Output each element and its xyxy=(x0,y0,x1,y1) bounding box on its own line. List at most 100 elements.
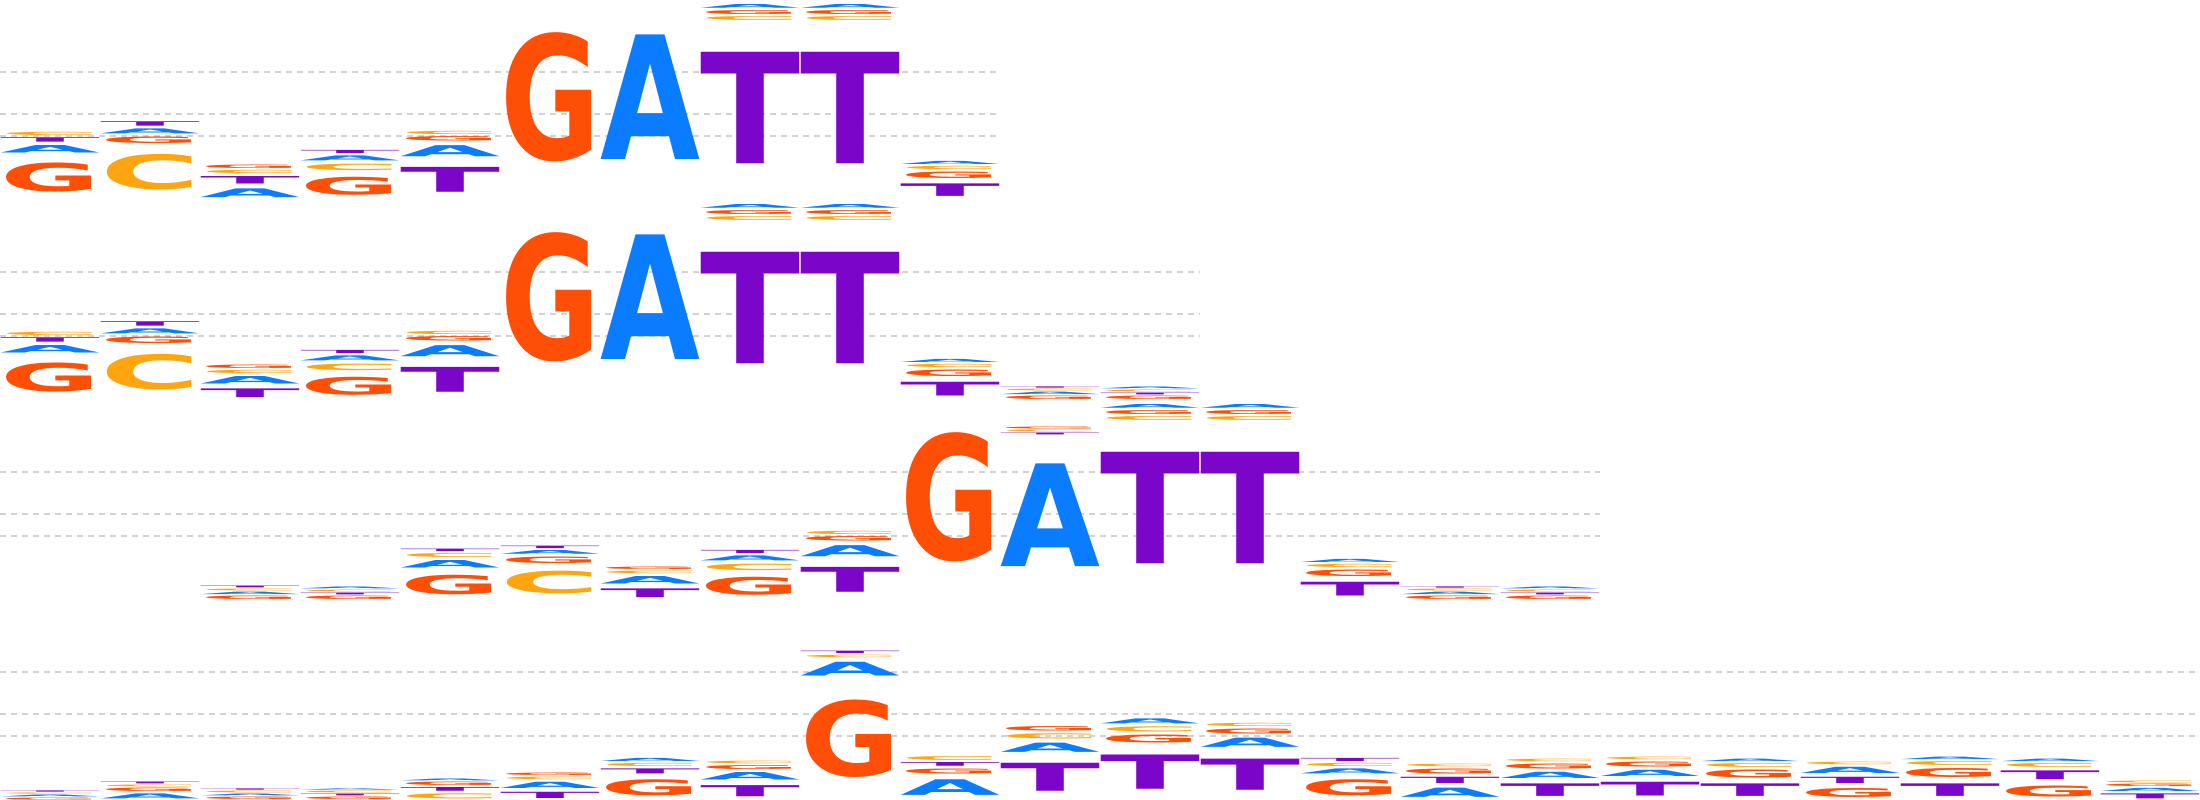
nucleotide-c: C xyxy=(800,15,900,21)
nucleotide-g: G xyxy=(900,170,1000,180)
nucleotide-c: C xyxy=(2000,762,2100,768)
nucleotide-g: G xyxy=(100,335,200,345)
nucleotide-a: A xyxy=(2000,758,2100,762)
nucleotide-g: G xyxy=(1300,568,1400,578)
nucleotide-g: G xyxy=(1100,395,1200,400)
nucleotide-g: G xyxy=(700,572,800,600)
nucleotide-a: A xyxy=(500,549,600,555)
nucleotide-a: A xyxy=(600,757,700,762)
nucleotide-a: A xyxy=(200,374,300,386)
nucleotide-g: G xyxy=(0,355,100,400)
nucleotide-a: A xyxy=(1000,435,1100,600)
nucleotide-a: A xyxy=(1300,558,1400,563)
nucleotide-c: C xyxy=(1700,762,1800,768)
nucleotide-g: G xyxy=(2000,782,2100,800)
nucleotide-t: T xyxy=(2000,768,2100,782)
nucleotide-t: T xyxy=(800,222,900,400)
nucleotide-a: A xyxy=(600,0,700,200)
nucleotide-g: G xyxy=(0,155,100,200)
nucleotide-a: A xyxy=(400,778,500,781)
nucleotide-g: G xyxy=(800,680,900,800)
nucleotide-a: A xyxy=(100,792,200,800)
nucleotide-t: T xyxy=(1900,780,2000,800)
nucleotide-a: A xyxy=(200,591,300,595)
nucleotide-g: G xyxy=(1900,766,2000,780)
nucleotide-a: A xyxy=(2100,787,2200,792)
nucleotide-t: T xyxy=(1300,578,1400,600)
nucleotide-g: G xyxy=(500,555,600,565)
nucleotide-t: T xyxy=(300,592,400,595)
nucleotide-g: G xyxy=(300,172,400,200)
nucleotide-a: A xyxy=(700,554,800,562)
nucleotide-c: C xyxy=(1300,762,1400,767)
nucleotide-t: T xyxy=(700,22,800,200)
nucleotide-t: T xyxy=(1700,780,1800,800)
nucleotide-g: G xyxy=(400,135,500,142)
nucleotide-a: A xyxy=(100,127,200,135)
nucleotide-g: G xyxy=(200,364,300,369)
nucleotide-a: A xyxy=(1900,756,2000,760)
nucleotide-c: C xyxy=(600,570,700,574)
nucleotide-c: C xyxy=(0,792,100,794)
nucleotide-g: G xyxy=(900,767,1000,775)
nucleotide-a: A xyxy=(300,154,400,162)
nucleotide-t: T xyxy=(1000,756,1100,800)
nucleotide-c: C xyxy=(100,345,200,400)
nucleotide-t: T xyxy=(1500,780,1600,800)
nucleotide-g: G xyxy=(700,209,800,215)
nucleotide-a: A xyxy=(1400,591,1500,595)
nucleotide-c: C xyxy=(900,755,1000,761)
nucleotide-g: G xyxy=(600,566,700,570)
nucleotide-a: A xyxy=(500,780,600,790)
nucleotide-c: C xyxy=(500,565,600,600)
nucleotide-g: G xyxy=(400,781,500,786)
nucleotide-c: C xyxy=(1200,415,1300,421)
nucleotide-a: A xyxy=(400,142,500,160)
nucleotide-a: A xyxy=(200,793,300,796)
nucleotide-c: C xyxy=(200,369,300,374)
nucleotide-a: A xyxy=(1300,767,1400,775)
nucleotide-g: G xyxy=(700,764,800,770)
nucleotide-c: C xyxy=(0,131,100,136)
nucleotide-t: T xyxy=(400,786,500,792)
nucleotide-a: A xyxy=(1000,740,1100,755)
nucleotide-t: T xyxy=(2100,792,2200,800)
nucleotide-t: T xyxy=(200,788,300,790)
nucleotide-g: G xyxy=(500,1,600,200)
nucleotide-g: G xyxy=(1500,762,1600,770)
nucleotide-a: A xyxy=(1000,391,1100,395)
nucleotide-t: T xyxy=(300,149,400,154)
nucleotide-g: G xyxy=(900,401,1000,600)
nucleotide-a: A xyxy=(1100,386,1200,389)
nucleotide-a: A xyxy=(1500,586,1600,589)
nucleotide-c: C xyxy=(300,362,400,372)
nucleotide-a: A xyxy=(400,558,500,570)
nucleotide-a: A xyxy=(900,358,1000,363)
nucleotide-g: G xyxy=(1700,768,1800,780)
nucleotide-c: C xyxy=(1100,389,1200,392)
nucleotide-a: A xyxy=(100,327,200,335)
nucleotide-c: C xyxy=(400,130,500,135)
nucleotide-c: C xyxy=(100,145,200,200)
nucleotide-t: T xyxy=(200,585,300,588)
nucleotide-g: G xyxy=(1000,725,1100,732)
nucleotide-t: T xyxy=(1400,775,1500,785)
nucleotide-c: C xyxy=(400,330,500,335)
nucleotide-g: G xyxy=(300,372,400,400)
nucleotide-g: G xyxy=(1100,409,1200,415)
nucleotide-t: T xyxy=(1100,422,1200,600)
nucleotide-t: T xyxy=(1200,751,1300,800)
nucleotide-a: A xyxy=(900,775,1000,800)
nucleotide-a: A xyxy=(1100,717,1200,725)
nucleotide-g: G xyxy=(100,135,200,145)
nucleotide-g: G xyxy=(2100,783,2200,787)
nucleotide-a: A xyxy=(0,794,100,797)
nucleotide-c: C xyxy=(1300,563,1400,568)
nucleotide-a: A xyxy=(800,3,900,9)
nucleotide-a: A xyxy=(1200,735,1300,750)
nucleotide-t: T xyxy=(1100,392,1200,395)
